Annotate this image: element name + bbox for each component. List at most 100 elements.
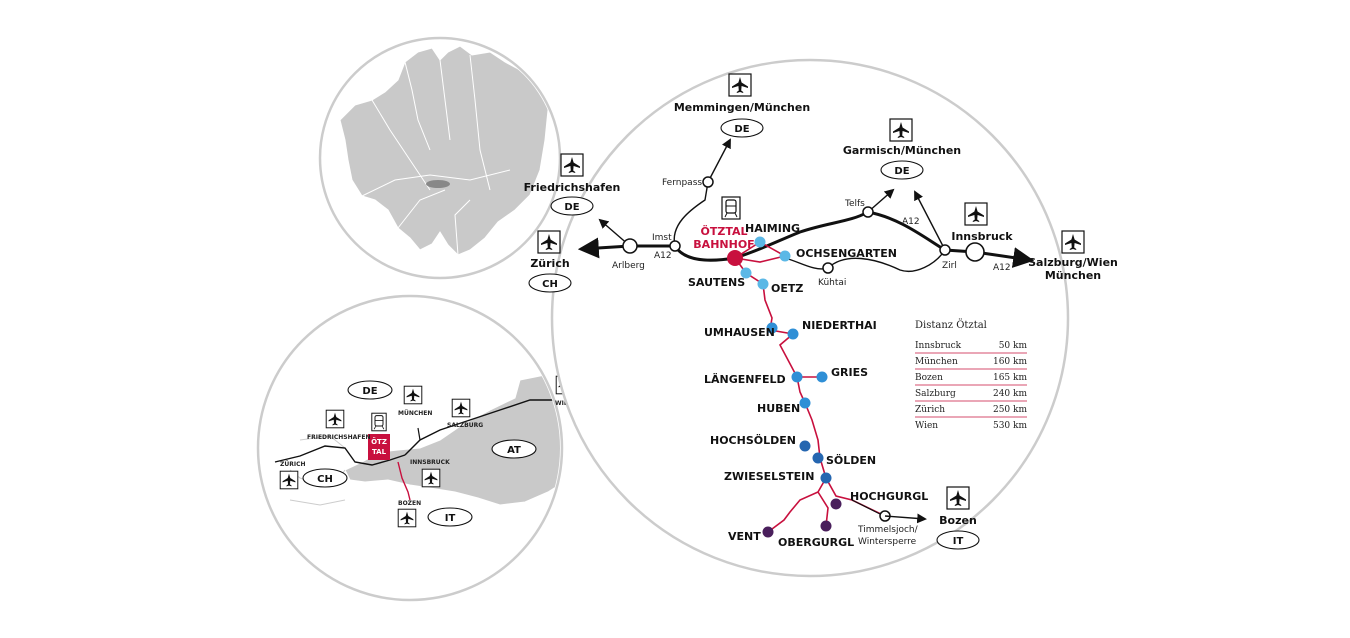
place-arlberg: Arlberg — [612, 261, 645, 271]
label-ochsengarten: OCHSENGARTEN — [796, 247, 897, 260]
airport-friedrichshafen: Friedrichshafen — [524, 181, 621, 194]
place-a12-west: A12 — [654, 251, 672, 261]
road-kuhtai — [784, 249, 946, 272]
label-vent: VENT — [728, 530, 761, 543]
label-ch-austria: CH — [317, 474, 333, 485]
label-obergurgl: OBERGURGL — [778, 536, 854, 549]
place-zirl: Zirl — [942, 261, 957, 271]
airplane-icon — [451, 398, 471, 418]
stop-hochsolden[interactable] — [799, 440, 811, 452]
city-friedrichshafen: FRIEDRICHSHAFEN — [307, 434, 371, 441]
airport-innsbruck: Innsbruck — [951, 230, 1013, 243]
city-salzburg: SALZBURG — [447, 422, 483, 429]
country-de-friedrichshafen: DE — [564, 202, 579, 213]
label-huben: HUBEN — [757, 402, 800, 415]
label-umhausen: UMHAUSEN — [704, 326, 775, 339]
place-imst: Imst — [652, 233, 672, 243]
austria-shape — [344, 374, 560, 506]
road-a12-east — [734, 210, 976, 260]
label-it-austria: IT — [445, 513, 456, 524]
austria-highlight — [426, 180, 450, 188]
distance-place: Zürich — [915, 405, 945, 415]
distance-place: Wien — [915, 421, 938, 431]
station-otztal-bahnhof[interactable] — [727, 250, 743, 266]
otztal-bahnhof-line2: BAHNHOF — [693, 238, 754, 251]
austria-overview-map: DE CH IT AT ÖTZ TAL FRIEDRICHSHAFEN MÜNC… — [256, 294, 575, 602]
distance-km: 165 km — [993, 373, 1027, 383]
place-timmelsjoch-1: Timmelsjoch/ — [857, 525, 919, 535]
train-icon — [371, 412, 387, 432]
distance-km: 50 km — [999, 341, 1028, 351]
road-arlberg-arrow — [577, 237, 631, 259]
label-hochgurgl: HOCHGURGL — [850, 490, 928, 503]
airplane-icon — [537, 230, 561, 254]
distance-km: 240 km — [993, 389, 1027, 399]
stop-huben[interactable] — [799, 397, 811, 409]
road-fernpass — [673, 181, 709, 247]
stop-haiming[interactable] — [754, 236, 766, 248]
otztal-bahnhof-line1: ÖTZTAL — [700, 224, 747, 238]
otztal-region-map: Memmingen/München DE Garmisch/München DE… — [524, 58, 1118, 578]
otztal-brand-small-1: ÖTZ — [371, 437, 387, 446]
airplane-icon — [560, 153, 584, 177]
city-wien: WIEN — [555, 400, 573, 407]
distance-place: Innsbruck — [915, 341, 962, 351]
country-de-memmingen: DE — [734, 124, 749, 135]
place-timmelsjoch-2: Wintersperre — [858, 537, 917, 547]
city-zurich: ZÜRICH — [280, 461, 306, 468]
airplane-icon — [403, 385, 423, 405]
stop-niederthai[interactable] — [787, 328, 799, 340]
airport-salzburg-1: Salzburg/Wien — [1028, 256, 1118, 269]
austria-road-south — [397, 461, 411, 501]
city-innsbruck: INNSBRUCK — [410, 459, 450, 466]
airport-bozen: Bozen — [939, 514, 977, 527]
airplane-icon — [1061, 230, 1085, 254]
airplane-icon — [397, 508, 417, 528]
city-munchen: MÜNCHEN — [398, 410, 432, 417]
airplane-icon — [889, 118, 913, 142]
stop-solden[interactable] — [812, 452, 824, 464]
label-solden: SÖLDEN — [826, 453, 876, 467]
place-kuhtai: Kühtai — [818, 278, 846, 288]
distance-place: München — [915, 357, 958, 367]
city-bozen: BOZEN — [398, 500, 421, 507]
stop-hochgurgl[interactable] — [830, 498, 842, 510]
stop-vent[interactable] — [762, 526, 774, 538]
distance-km: 250 km — [993, 405, 1027, 415]
otztal-brand-small-2: TAL — [372, 448, 387, 456]
stop-obergurgl[interactable] — [820, 520, 832, 532]
airplane-icon — [279, 470, 299, 490]
airplane-icon — [964, 202, 988, 226]
airplane-icon — [946, 486, 970, 510]
place-fernpass: Fernpass — [662, 178, 702, 188]
stop-oetz[interactable] — [757, 278, 769, 290]
airport-zurich: Zürich — [530, 257, 569, 270]
distance-table-title: Distanz Ötztal — [915, 319, 987, 331]
label-gries: GRIES — [831, 366, 868, 379]
label-niederthai: NIEDERTHAI — [802, 319, 877, 332]
label-langenfeld: LÄNGENFELD — [704, 372, 786, 386]
distance-table: Distanz Ötztal Innsbruck 50 km München 160 … — [915, 319, 1027, 431]
stop-gries[interactable] — [816, 371, 828, 383]
distance-place: Salzburg — [915, 389, 956, 399]
stop-ochsengarten[interactable] — [779, 250, 791, 262]
stop-umhausen[interactable] — [766, 322, 778, 334]
stop-sautens[interactable] — [740, 267, 752, 279]
country-de-garmisch: DE — [894, 166, 909, 177]
airplane-icon — [421, 468, 441, 488]
distance-km: 530 km — [993, 421, 1027, 431]
place-telfs: Telfs — [844, 199, 865, 209]
label-de-austria: DE — [362, 386, 377, 397]
distance-place: Bozen — [915, 373, 943, 383]
stop-langenfeld[interactable] — [791, 371, 803, 383]
country-ch: CH — [542, 279, 558, 290]
train-icon — [721, 196, 741, 220]
distance-km: 160 km — [993, 357, 1027, 367]
airplane-icon — [325, 409, 345, 429]
stop-zwieselstein[interactable] — [820, 472, 832, 484]
label-zwieselstein: ZWIESELSTEIN — [724, 470, 814, 483]
airplane-icon — [728, 73, 752, 97]
label-sautens: SAUTENS — [688, 276, 745, 289]
airport-garmisch: Garmisch/München — [843, 144, 961, 157]
